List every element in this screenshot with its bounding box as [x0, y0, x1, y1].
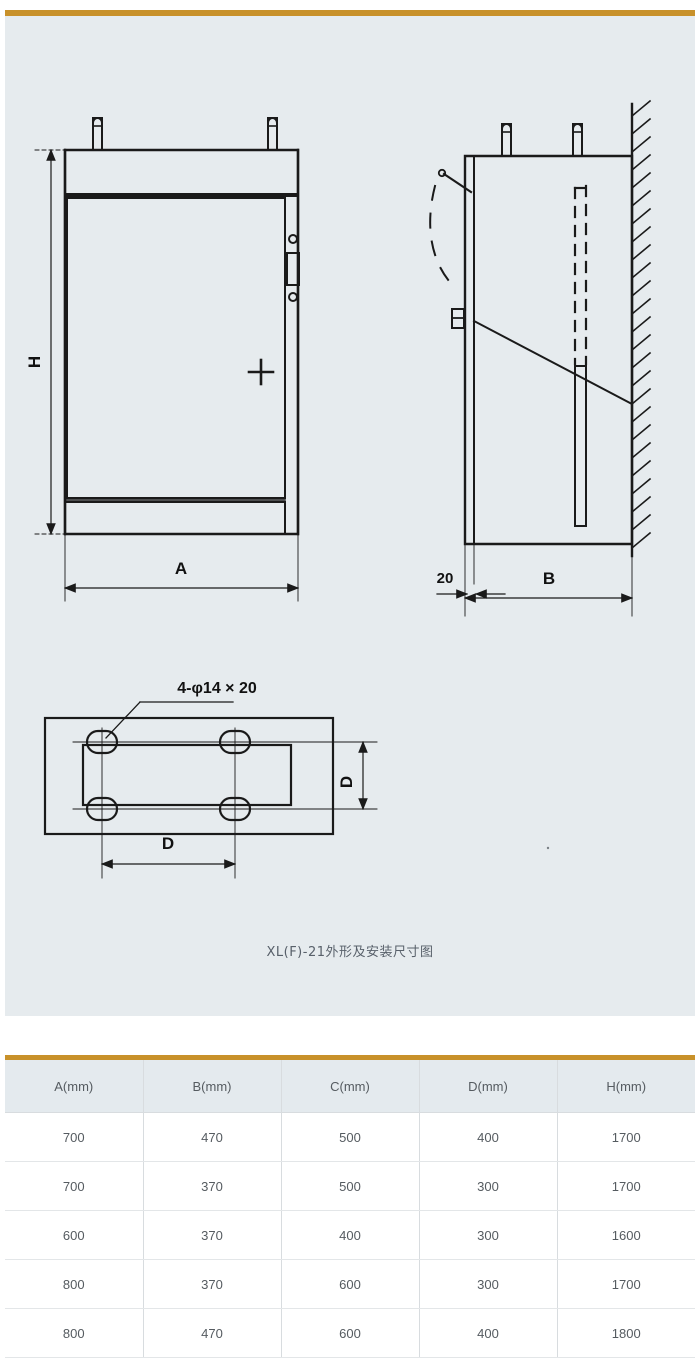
hidden-lines [573, 184, 588, 366]
table-cell: 1700 [557, 1112, 695, 1162]
table-cell: 700 [5, 1161, 144, 1211]
table-cell: 500 [281, 1161, 420, 1211]
dimension-b [463, 543, 634, 617]
plan-view-group [43, 701, 378, 879]
table-cell: 500 [281, 1112, 420, 1162]
table-cell: 600 [281, 1259, 420, 1309]
table-cell: 1600 [557, 1210, 695, 1260]
table-cell: 370 [143, 1161, 282, 1211]
table-row: 700 470 500 400 1700 [5, 1112, 695, 1162]
label-d-horizontal: D [162, 834, 174, 853]
wall [630, 99, 652, 558]
column-header: C(mm) [281, 1060, 420, 1113]
dimension-a [63, 533, 300, 602]
drawing-caption: XL(F)-21外形及安装尺寸图 [266, 945, 434, 960]
door-swing-arc [429, 184, 451, 283]
stray-dot [546, 846, 550, 850]
label-b: B [543, 569, 555, 588]
dimension-drawing: H A B 20 4-φ14 × 20 D D [25, 99, 652, 879]
column-header: D(mm) [419, 1060, 558, 1113]
table-cell: 400 [419, 1308, 558, 1358]
specification-table-wrapper: A(mm) B(mm) C(mm) D(mm) H(mm) 700 470 50… [5, 1055, 695, 1358]
top-accent-bar [5, 10, 695, 16]
slot-centerlines [72, 727, 378, 879]
side-view-group [429, 99, 652, 617]
label-h: H [25, 356, 44, 368]
label-a: A [175, 559, 187, 578]
dimension-h [34, 148, 78, 536]
table-cell: 300 [419, 1210, 558, 1260]
column-header: B(mm) [143, 1060, 282, 1113]
table-cell: 400 [281, 1210, 420, 1260]
label-hole-spec: 4-φ14 × 20 [177, 680, 257, 697]
table-cell: 300 [419, 1161, 558, 1211]
lifting-eye-right [266, 117, 279, 151]
label-20: 20 [437, 570, 454, 587]
column-header: H(mm) [557, 1060, 695, 1113]
table-cell: 370 [143, 1259, 282, 1309]
technical-drawing-panel: H A B 20 4-φ14 × 20 D D XL(F)-21外形及安装尺寸图 [5, 16, 695, 1016]
table-accent-bar [5, 1055, 695, 1060]
table-cell: 470 [143, 1308, 282, 1358]
table-cell: 600 [281, 1308, 420, 1358]
label-d-vertical: D [337, 776, 356, 788]
table-cell: 800 [5, 1308, 144, 1358]
table-cell: 1700 [557, 1259, 695, 1309]
table-cell: 1700 [557, 1161, 695, 1211]
center-cross-mark [247, 358, 275, 386]
table-cell: 700 [5, 1112, 144, 1162]
table-cell: 400 [419, 1112, 558, 1162]
specification-table: A(mm) B(mm) C(mm) D(mm) H(mm) 700 470 50… [5, 1060, 695, 1358]
table-cell: 300 [419, 1259, 558, 1309]
lifting-eye-left [91, 117, 104, 151]
table-cell: 470 [143, 1112, 282, 1162]
door-latch [286, 234, 300, 302]
table-header-row: A(mm) B(mm) C(mm) D(mm) H(mm) [5, 1060, 695, 1113]
column-header: A(mm) [5, 1060, 144, 1113]
door-handle [437, 168, 473, 194]
table-row: 800 470 600 400 1800 [5, 1308, 695, 1358]
front-view-group [34, 117, 300, 602]
table-cell: 600 [5, 1210, 144, 1260]
table-row: 600 370 400 300 1600 [5, 1210, 695, 1260]
table-row: 800 370 600 300 1700 [5, 1259, 695, 1309]
side-lifting-eye-right [571, 123, 584, 157]
table-cell: 370 [143, 1210, 282, 1260]
table-row: 700 370 500 300 1700 [5, 1161, 695, 1211]
table-cell: 1800 [557, 1308, 695, 1358]
hole-callout-leader [105, 701, 234, 739]
side-lifting-eye-left [500, 123, 513, 157]
table-cell: 800 [5, 1259, 144, 1309]
